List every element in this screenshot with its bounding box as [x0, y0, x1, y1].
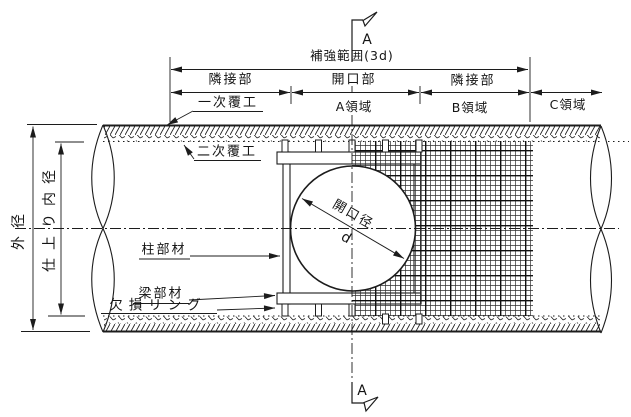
label-zone-a: A領域	[335, 98, 373, 114]
label-inner-diameter: 仕上り内径	[42, 162, 58, 272]
stub-bottom	[415, 313, 423, 325]
label-outer-diameter: 外径	[11, 206, 27, 250]
opening-diameter-arrow	[301, 198, 405, 259]
label-adjacent-left: 隣接部	[208, 72, 254, 88]
section-label-top: A	[362, 32, 372, 48]
label-missing-ring: 欠損リング	[109, 297, 207, 314]
label-opening-section: 開口部	[331, 72, 377, 88]
stub-bottom	[382, 313, 389, 325]
label-secondary-lining: 二次覆工	[196, 144, 258, 160]
top-dimensions	[169, 57, 602, 122]
leader-beam	[188, 293, 276, 301]
break-line-right-2	[590, 125, 612, 334]
section-flags	[351, 11, 379, 413]
label-primary-lining: 一次覆工	[197, 95, 259, 111]
section-flag-bottom	[351, 382, 379, 413]
leader-secondary-lining	[183, 144, 195, 160]
leader-lines	[101, 110, 280, 314]
frame-stubs	[281, 139, 423, 325]
stub-top	[382, 139, 389, 153]
label-zone-c: C領域	[549, 96, 587, 112]
column-left	[282, 151, 291, 305]
underlines	[101, 111, 263, 314]
label-zone-b: B領域	[451, 99, 489, 115]
stub-top	[281, 139, 289, 153]
stub-top	[315, 139, 322, 153]
section-flag-top	[351, 11, 378, 62]
break-lines	[91, 124, 612, 334]
stub-bottom	[315, 303, 322, 317]
left-dimensions	[21, 124, 97, 332]
reinforcement-grid	[352, 141, 533, 316]
section-label-bottom: A	[357, 383, 367, 399]
label-reinforcement-range: 補強範囲(3d)	[310, 47, 394, 63]
extension-lines	[169, 57, 531, 122]
stub-top	[415, 139, 423, 153]
leader-missing-ring	[216, 305, 276, 312]
leader-primary-lining	[166, 110, 194, 126]
extension-lines-left	[21, 124, 97, 332]
stub-bottom	[281, 303, 289, 317]
label-adjacent-right: 隣接部	[450, 73, 496, 89]
label-beam-member: 梁部材	[138, 286, 184, 302]
label-column-member: 柱部材	[141, 242, 187, 258]
break-line-left-2	[91, 124, 115, 333]
